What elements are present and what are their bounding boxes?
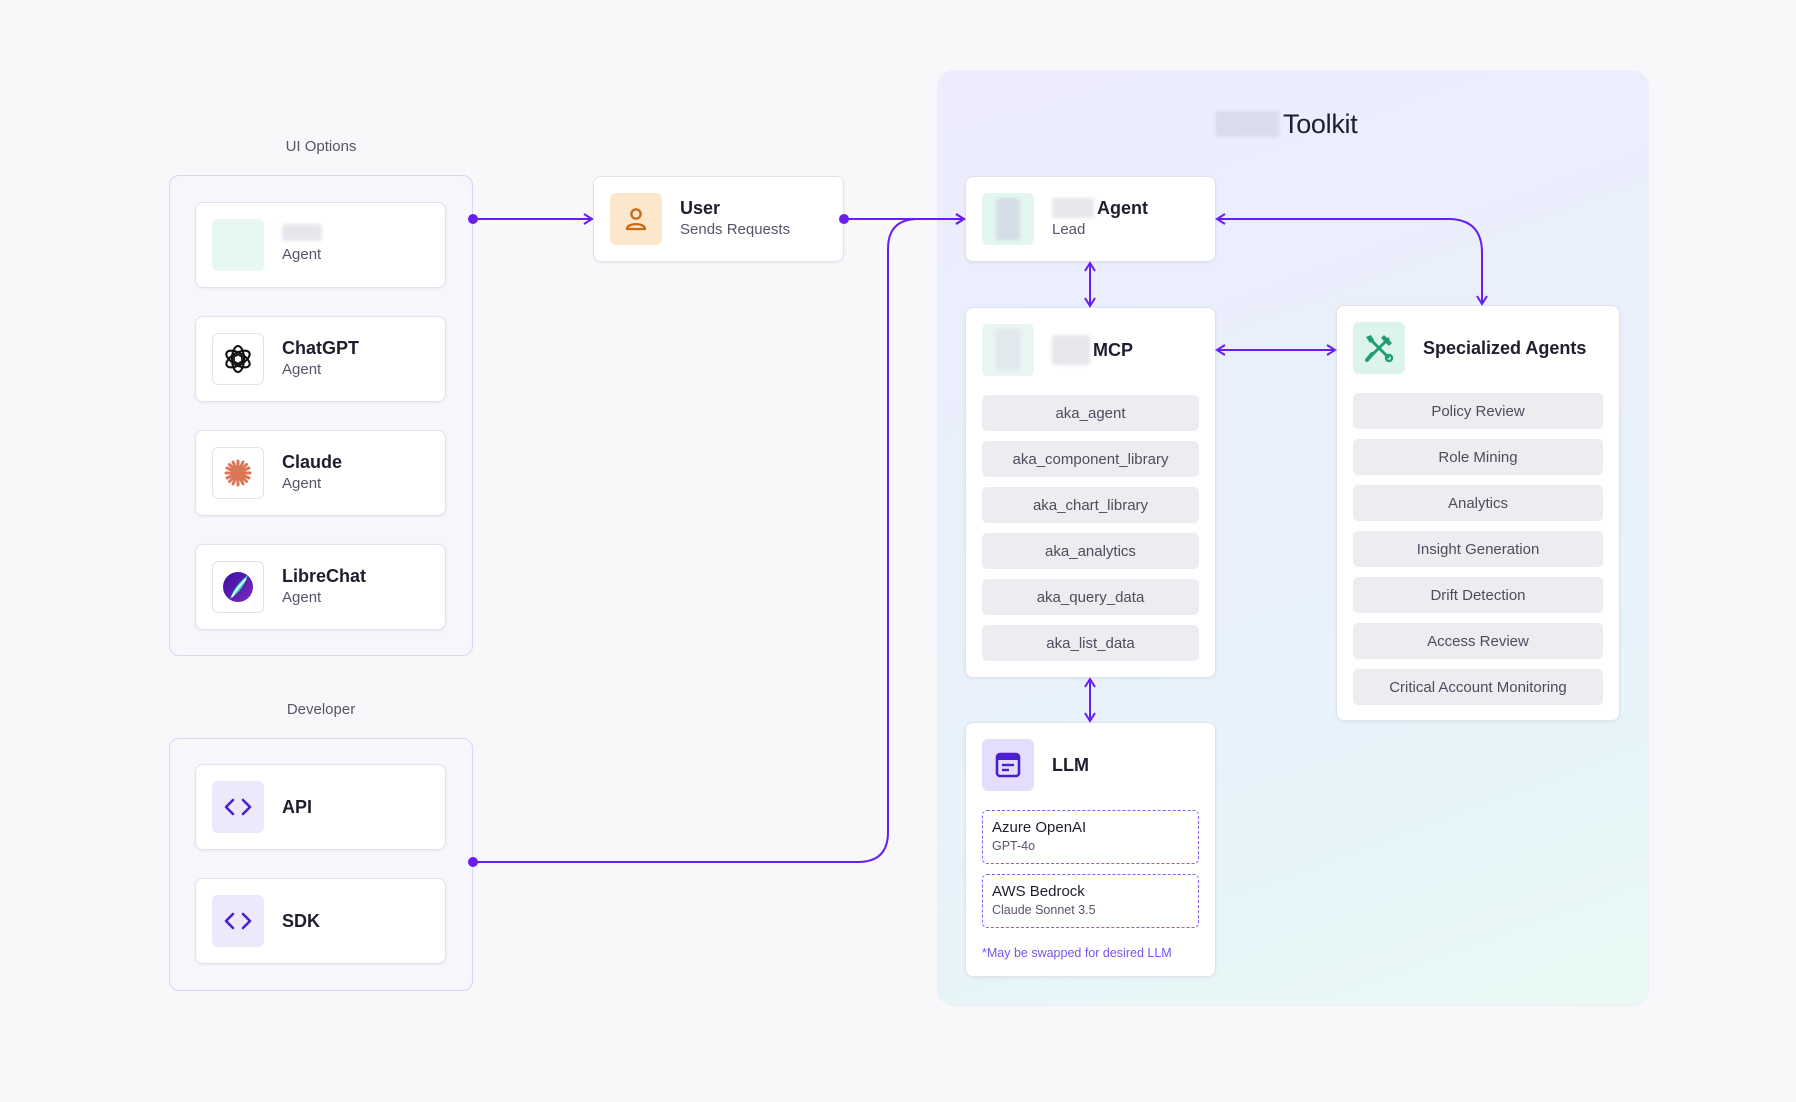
ui-option-redacted-agent[interactable]: Agent [195, 202, 446, 288]
connector-dot [839, 214, 849, 224]
ui-option-claude[interactable]: Claude Agent [195, 430, 446, 516]
toolkit-title: Toolkit [1215, 106, 1358, 142]
llm-provider-model: GPT-4o [992, 839, 1036, 853]
ui-option-title: Claude [282, 452, 343, 472]
agent-subtitle: Lead [1052, 221, 1086, 238]
ui-option-subtitle: Agent [282, 589, 322, 606]
llm-provider-azure: Azure OpenAI GPT-4o [982, 810, 1199, 864]
developer-sdk[interactable]: SDK [195, 878, 446, 964]
llm-title: LLM [1052, 755, 1089, 775]
redacted-text [1052, 198, 1094, 218]
mcp-tool: aka_agent [982, 395, 1199, 431]
llm-provider-aws: AWS Bedrock Claude Sonnet 3.5 [982, 874, 1199, 928]
browser-window-icon [982, 739, 1034, 791]
claude-logo-icon [212, 447, 264, 499]
connector-dot [468, 214, 478, 224]
user-card[interactable]: User Sends Requests [593, 176, 844, 262]
redacted-text [282, 224, 322, 241]
llm-card: LLM Azure OpenAI GPT-4o AWS Bedrock Clau… [965, 722, 1216, 977]
user-subtitle: Sends Requests [680, 221, 791, 238]
mcp-tool: aka_chart_library [982, 487, 1199, 523]
mcp-tool: aka_analytics [982, 533, 1199, 569]
connector-dot [468, 857, 478, 867]
code-icon [212, 781, 264, 833]
llm-provider-model: Claude Sonnet 3.5 [992, 903, 1096, 917]
developer-api[interactable]: API [195, 764, 446, 850]
ui-option-chatgpt[interactable]: ChatGPT Agent [195, 316, 446, 402]
agent-title: Agent [1097, 198, 1148, 218]
openai-logo-icon [212, 333, 264, 385]
librechat-logo-icon [212, 561, 264, 613]
ui-option-subtitle: Agent [282, 246, 322, 263]
redacted-logo [996, 198, 1020, 240]
mcp-tool: aka_query_data [982, 579, 1199, 615]
redacted-logo [996, 329, 1020, 371]
ui-option-title: LibreChat [282, 566, 367, 586]
agent-logo-icon [982, 193, 1034, 245]
ui-option-subtitle: Agent [282, 475, 322, 492]
specialized-agents-card: Specialized Agents Policy Review Role Mi… [1336, 305, 1620, 721]
tools-icon [1353, 322, 1405, 374]
specialized-title: Specialized Agents [1423, 338, 1587, 358]
developer-label: Developer [286, 701, 356, 718]
mcp-title: MCP [1093, 340, 1133, 360]
agent-lead-card[interactable]: Agent Lead [965, 176, 1216, 262]
developer-item-title: SDK [282, 911, 321, 931]
specialized-agent-item: Access Review [1353, 623, 1603, 659]
edge-developer-to-agent [473, 213, 966, 863]
mcp-card: MCP aka_agent aka_component_library aka_… [965, 307, 1216, 678]
user-icon [610, 193, 662, 245]
code-icon [212, 895, 264, 947]
mcp-logo-icon [982, 324, 1034, 376]
ui-option-title: ChatGPT [282, 338, 360, 358]
specialized-agent-item: Analytics [1353, 485, 1603, 521]
user-title: User [680, 198, 721, 218]
ui-option-librechat[interactable]: LibreChat Agent [195, 544, 446, 630]
specialized-agent-item: Policy Review [1353, 393, 1603, 429]
ui-options-label: UI Options [285, 138, 357, 155]
mcp-tool: aka_component_library [982, 441, 1199, 477]
developer-item-title: API [282, 797, 313, 817]
ui-option-subtitle: Agent [282, 361, 322, 378]
llm-provider-name: AWS Bedrock [992, 883, 1085, 900]
redacted-logo-icon [212, 219, 264, 271]
specialized-agent-item: Drift Detection [1353, 577, 1603, 613]
redacted-text [1215, 111, 1279, 137]
specialized-agent-item: Role Mining [1353, 439, 1603, 475]
llm-swap-note: *May be swapped for desired LLM [982, 946, 1172, 960]
specialized-agent-item: Insight Generation [1353, 531, 1603, 567]
toolkit-title-text: Toolkit [1283, 108, 1358, 139]
redacted-text [1052, 335, 1090, 365]
specialized-agent-item: Critical Account Monitoring [1353, 669, 1603, 705]
llm-provider-name: Azure OpenAI [992, 819, 1087, 836]
mcp-tool: aka_list_data [982, 625, 1199, 661]
edge-agent-specialized [1215, 213, 1488, 306]
